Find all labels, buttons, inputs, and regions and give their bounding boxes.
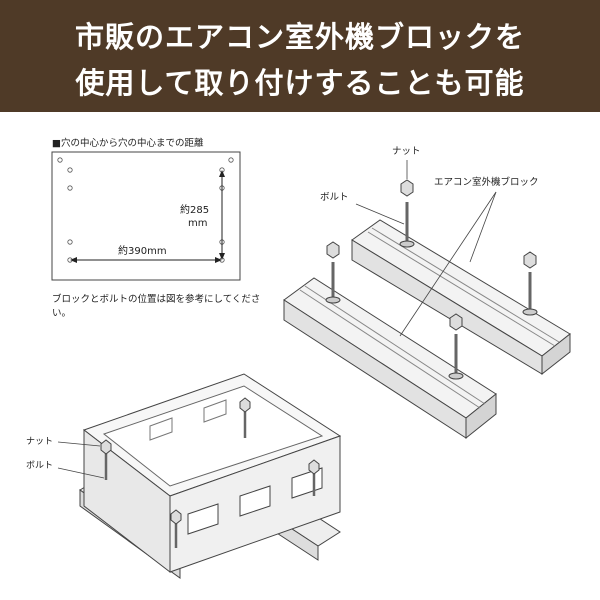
- arrow-left-icon: [70, 257, 77, 263]
- nut-icon: [523, 251, 537, 269]
- nut-icon: [239, 397, 251, 413]
- assembled-nut-label: ナット: [26, 436, 53, 447]
- bolt-with-nut: [522, 251, 538, 316]
- block-back: [351, 219, 571, 376]
- bolt-leader-line: [355, 203, 405, 225]
- nut-icon: [170, 509, 182, 525]
- exploded-nut-label: ナット: [392, 146, 421, 157]
- bolt-with-nut: [325, 241, 341, 304]
- corner-hole: [228, 157, 234, 163]
- assembled-bolt-leader: [57, 467, 105, 479]
- hole-diagram-title: ■穴の中心から穴の中心までの距離: [52, 137, 204, 149]
- header-banner: 市販のエアコン室外機ブロックを 使用して取り付けすることも可能: [0, 0, 600, 112]
- block-leader-line: [399, 191, 497, 337]
- height-dimension-value: 約285: [180, 203, 209, 216]
- nut-icon: [100, 439, 112, 455]
- mount-hole: [67, 185, 73, 191]
- mount-hole: [67, 167, 73, 173]
- height-dimension-unit: mm: [188, 218, 207, 229]
- illustration: ■穴の中心から穴の中心までの距離 約285 mm 約390mm: [26, 137, 571, 579]
- header-title-line1: 市販のエアコン室外機ブロックを: [74, 20, 525, 54]
- hole-plate: [51, 151, 241, 281]
- arrow-down-icon: [219, 253, 225, 260]
- assembled-frame-view: [57, 373, 342, 579]
- hole-distance-diagram: ■穴の中心から穴の中心までの距離 約285 mm 約390mm: [51, 137, 241, 281]
- block-leader-line: [469, 191, 497, 263]
- exploded-block-view: [283, 160, 571, 440]
- exploded-block-label: エアコン室外機ブロック: [434, 176, 539, 188]
- exploded-bolt-label: ボルト: [320, 192, 349, 203]
- mount-hole: [67, 239, 73, 245]
- block-front: [283, 277, 497, 440]
- corner-hole: [57, 157, 63, 163]
- nut-icon: [449, 313, 463, 331]
- assembled-nut-leader: [57, 441, 101, 447]
- arrow-up-icon: [219, 170, 225, 177]
- nut-icon: [326, 241, 340, 259]
- assembled-bolt-label: ボルト: [26, 460, 53, 471]
- nut-icon: [308, 459, 320, 475]
- bolt-with-nut: [448, 313, 464, 380]
- bolt-with-nut: [399, 179, 415, 248]
- width-dimension-label: 約390mm: [118, 244, 167, 257]
- placement-note: ブロックとボルトの位置は図を参考にしてください。: [52, 294, 261, 319]
- nut-icon: [400, 179, 414, 197]
- arrow-right-icon: [215, 257, 222, 263]
- header-title-line2: 使用して取り付けすることも可能: [75, 66, 525, 100]
